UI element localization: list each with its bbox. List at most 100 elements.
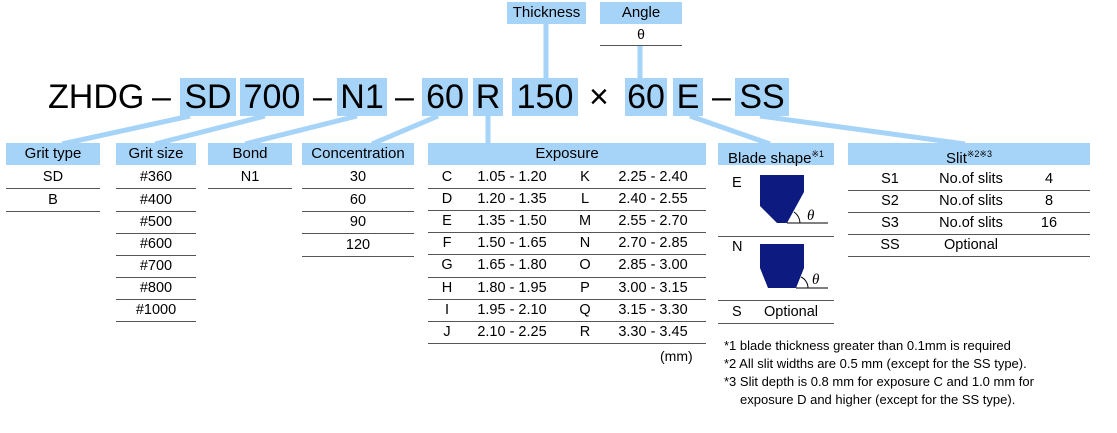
row-rule: [302, 256, 414, 257]
row-rule: [116, 299, 196, 300]
code-times: ×: [589, 78, 609, 116]
blade-e-bevel-icon: θ: [760, 175, 828, 224]
row-rule: [6, 188, 100, 189]
slit-code: S1: [881, 171, 899, 187]
code-slit: SS: [735, 78, 789, 116]
code-thickness: 150: [512, 78, 578, 116]
exposure-code: J: [443, 323, 451, 340]
connector-blade-shape: [689, 113, 771, 147]
row-rule: [718, 300, 834, 301]
slit-header-text: Slit: [946, 150, 967, 167]
grit-size-row-3: #500: [139, 214, 173, 230]
row-rule: [208, 188, 292, 189]
angle-label: Angle: [600, 2, 682, 24]
note-2: *2 All slit widths are 0.5 mm (except fo…: [724, 356, 1027, 371]
exposure-range: 3.30 - 3.45: [618, 323, 688, 340]
row-rule: [718, 236, 834, 237]
exposure-header: Exposure: [428, 143, 706, 165]
slit-count: 4: [1044, 171, 1054, 187]
exposure-range: 2.85 - 3.00: [618, 257, 688, 274]
row-rule: [116, 188, 196, 189]
row-rule: [718, 323, 834, 324]
grit-size-row-5: #700: [139, 258, 173, 274]
exposure-code: C: [441, 169, 453, 185]
grit-size-row-1: #360: [139, 169, 173, 185]
exposure-code: N: [579, 235, 591, 252]
code-dash-2: –: [313, 78, 332, 116]
grit-type-row-2: B: [48, 192, 58, 208]
slit-code: S2: [881, 193, 899, 209]
row-rule: [428, 299, 706, 300]
bond-header: Bond: [208, 143, 292, 165]
row-rule: [428, 277, 706, 278]
grit-size-row-6: #800: [139, 280, 173, 296]
exposure-code: G: [441, 257, 453, 274]
row-rule: [6, 211, 100, 212]
row-rule: [848, 212, 1090, 213]
blade-shape-code-n: N: [732, 239, 743, 255]
blade-shape-header-sup: ※1: [811, 149, 824, 159]
row-rule: [428, 188, 706, 189]
exposure-code: P: [580, 279, 590, 296]
row-rule: [848, 256, 1090, 257]
exposure-range: 1.95 - 2.10: [477, 301, 547, 318]
exposure-code: E: [442, 213, 452, 230]
code-bond: N1: [337, 78, 387, 116]
exposure-range: 1.35 - 1.50: [477, 213, 547, 230]
slit-count: 8: [1044, 193, 1054, 209]
grit-size-header: Grit size: [116, 143, 196, 165]
code-dash-1: –: [152, 78, 171, 116]
blade-shape-code-e: E: [732, 175, 742, 191]
code-concentration: 60: [422, 78, 468, 116]
angle-symbol: θ: [637, 26, 645, 42]
exposure-range: 3.00 - 3.15: [618, 279, 688, 296]
row-rule: [428, 254, 706, 255]
thickness-label: Thickness: [507, 2, 586, 24]
exposure-unit: (mm): [660, 348, 693, 364]
connector-concentration: [371, 113, 439, 147]
exposure-code: M: [578, 213, 592, 230]
row-rule: [428, 232, 706, 233]
row-rule: [302, 188, 414, 189]
row-rule: [428, 210, 706, 211]
slit-desc: No.of slits: [939, 171, 1003, 187]
concentration-row-2: 60: [349, 192, 367, 208]
blade-n-bevel-icon: θ: [760, 244, 828, 289]
exposure-code: I: [444, 301, 450, 318]
connector-bond: [244, 113, 358, 147]
connector-slit: [759, 113, 966, 147]
slit-header-sup: ※2※3: [966, 149, 992, 159]
exposure-code: F: [442, 235, 452, 252]
row-rule: [116, 255, 196, 256]
code-exposure: R: [473, 78, 503, 116]
exposure-code: O: [579, 257, 591, 274]
code-blade-shape: E: [673, 78, 703, 116]
exposure-range: 1.50 - 1.65: [477, 235, 547, 252]
grit-size-row-2: #400: [139, 192, 173, 208]
note-1: *1 blade thickness greater than 0.1mm is…: [724, 338, 1011, 353]
concentration-row-4: 120: [345, 237, 371, 253]
row-rule: [302, 233, 414, 234]
exposure-range: 2.10 - 2.25: [477, 323, 547, 340]
exposure-range: 2.55 - 2.70: [618, 213, 688, 230]
slit-count: 16: [1040, 215, 1058, 231]
exposure-range: 2.40 - 2.55: [618, 191, 688, 208]
exposure-code: L: [580, 191, 590, 208]
row-rule: [116, 277, 196, 278]
connector-grit-size: [154, 113, 266, 147]
exposure-range: 2.25 - 2.40: [618, 169, 688, 185]
blade-shape-header-text: Blade shape: [728, 150, 812, 167]
note-3: *3 Slit depth is 0.8 mm for exposure C a…: [724, 374, 1034, 389]
code-grit-type: SD: [180, 78, 236, 116]
angle-rule: [600, 45, 682, 46]
blade-shape-code-s: S: [732, 304, 742, 320]
row-rule: [116, 211, 196, 212]
row-rule: [848, 234, 1090, 235]
slit-desc: No.of slits: [939, 215, 1003, 231]
blade-e-theta: θ: [807, 208, 815, 224]
row-rule: [116, 321, 196, 322]
concentration-header: Concentration: [302, 143, 414, 165]
code-angle: 60: [625, 78, 667, 116]
note-4: exposure D and higher (except for the SS…: [740, 392, 1016, 407]
